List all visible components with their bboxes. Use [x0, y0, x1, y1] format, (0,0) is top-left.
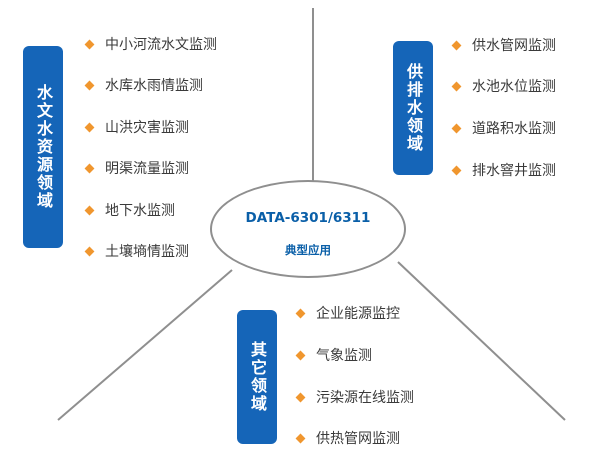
item-label: 排水窨井监测 — [472, 163, 556, 179]
list-item-supply-1: 供水管网监测 — [451, 35, 556, 55]
bullet-diamond-icon — [84, 122, 95, 132]
bullet-diamond-icon — [451, 40, 462, 50]
list-item-hydrology-1: 中小河流水文监测 — [84, 34, 217, 54]
item-label: 水库水雨情监测 — [105, 78, 203, 94]
bullet-diamond-icon — [451, 123, 462, 133]
list-item-other-2: 气象监测 — [295, 345, 372, 365]
connector-line-bottom-right — [397, 261, 566, 421]
badge-other: 其它领域 — [237, 310, 277, 444]
bullet-diamond-icon — [84, 80, 95, 90]
item-label: 地下水监测 — [105, 203, 175, 219]
list-item-other-3: 污染源在线监测 — [295, 387, 414, 407]
item-label: 供水管网监测 — [472, 38, 556, 54]
list-item-supply-3: 道路积水监测 — [451, 118, 556, 138]
item-label: 企业能源监控 — [316, 306, 400, 322]
list-item-hydrology-5: 地下水监测 — [84, 200, 175, 220]
bullet-diamond-icon — [295, 433, 306, 443]
item-label: 气象监测 — [316, 348, 372, 364]
item-label: 明渠流量监测 — [105, 161, 189, 177]
item-label: 污染源在线监测 — [316, 390, 414, 406]
bullet-diamond-icon — [451, 165, 462, 175]
center-hub: DATA-6301/6311 典型应用 — [210, 180, 406, 278]
list-item-hydrology-4: 明渠流量监测 — [84, 158, 189, 178]
item-label: 山洪灾害监测 — [105, 120, 189, 136]
badge-water-supply: 供排水领域 — [393, 41, 433, 175]
item-label: 供热管网监测 — [316, 431, 400, 447]
item-label: 中小河流水文监测 — [105, 37, 217, 53]
list-item-supply-2: 水池水位监测 — [451, 76, 556, 96]
bullet-diamond-icon — [84, 39, 95, 49]
list-item-hydrology-6: 土壤墒情监测 — [84, 241, 189, 261]
bullet-diamond-icon — [295, 308, 306, 318]
list-item-hydrology-2: 水库水雨情监测 — [84, 75, 203, 95]
item-label: 水池水位监测 — [472, 79, 556, 95]
list-item-other-4: 供热管网监测 — [295, 428, 400, 448]
hub-title: DATA-6301/6311 — [245, 210, 371, 226]
item-label: 道路积水监测 — [472, 121, 556, 137]
list-item-supply-4: 排水窨井监测 — [451, 160, 556, 180]
bullet-diamond-icon — [84, 246, 95, 256]
list-item-hydrology-3: 山洪灾害监测 — [84, 117, 189, 137]
bullet-diamond-icon — [295, 350, 306, 360]
bullet-diamond-icon — [451, 81, 462, 91]
connector-line-bottom-left — [57, 269, 233, 421]
bullet-diamond-icon — [84, 205, 95, 215]
badge-hydrology: 水文水资源领域 — [23, 46, 63, 248]
bullet-diamond-icon — [84, 163, 95, 173]
list-item-other-1: 企业能源监控 — [295, 303, 400, 323]
item-label: 土壤墒情监测 — [105, 244, 189, 260]
bullet-diamond-icon — [295, 392, 306, 402]
hub-subtitle: 典型应用 — [285, 243, 331, 257]
